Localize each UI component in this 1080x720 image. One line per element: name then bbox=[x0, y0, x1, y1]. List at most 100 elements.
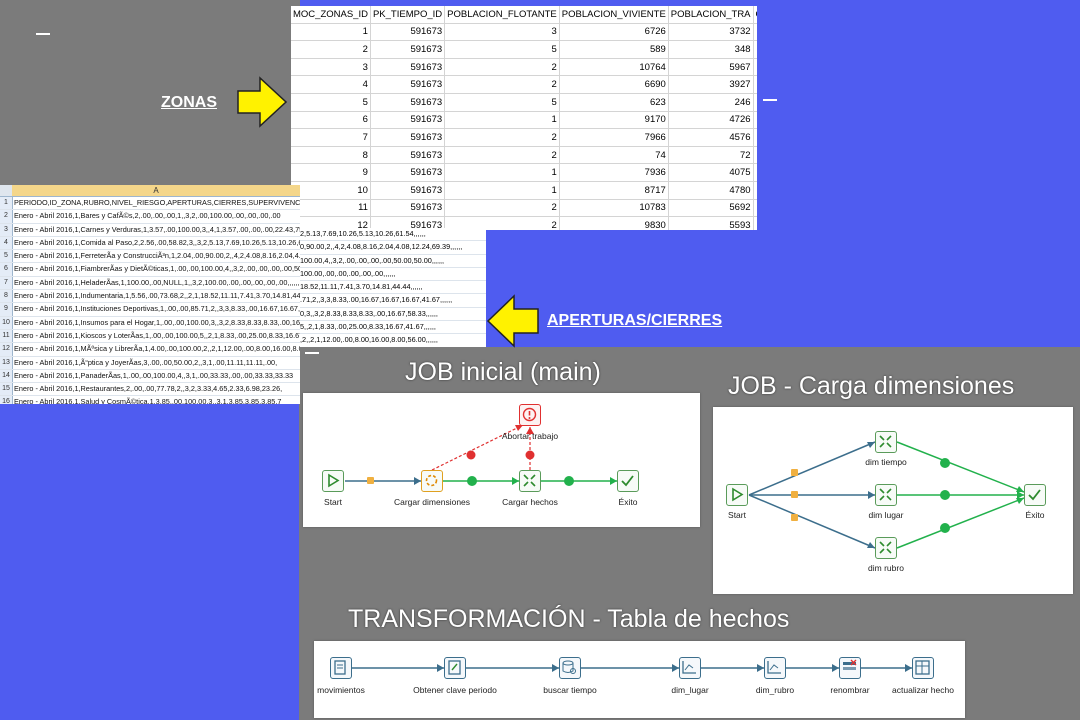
movimientos-step[interactable] bbox=[330, 657, 352, 679]
table-cell[interactable]: 623 bbox=[559, 93, 669, 112]
table-cell[interactable]: 6726 bbox=[559, 23, 669, 42]
buscar-tiempo-step[interactable] bbox=[559, 657, 581, 679]
start-node[interactable] bbox=[322, 470, 344, 492]
table-cell[interactable] bbox=[753, 146, 757, 165]
table-cell[interactable]: 2 bbox=[444, 216, 560, 230]
table-cell[interactable]: 7 bbox=[291, 128, 371, 147]
table-cell[interactable]: 5 bbox=[444, 93, 560, 112]
table-cell[interactable]: 591673 bbox=[370, 23, 446, 42]
row-number[interactable]: 10 bbox=[0, 316, 13, 329]
row-number[interactable]: 5 bbox=[0, 250, 13, 263]
row-number[interactable]: 11 bbox=[0, 329, 13, 343]
table-cell[interactable]: 4075 bbox=[668, 163, 754, 182]
table-header-cell[interactable]: PK_TIEMPO_ID bbox=[370, 6, 446, 24]
table-cell[interactable]: 5593 bbox=[668, 216, 754, 230]
table-cell[interactable] bbox=[753, 40, 757, 59]
table-cell[interactable]: 5 bbox=[291, 93, 371, 112]
table-cell[interactable]: 12 bbox=[291, 216, 371, 230]
table-cell[interactable]: 9830 bbox=[559, 216, 669, 230]
row-number[interactable]: 13 bbox=[0, 356, 13, 369]
table-cell[interactable]: 591673 bbox=[370, 128, 446, 147]
table-cell[interactable]: 9170 bbox=[559, 111, 669, 130]
table-cell[interactable] bbox=[753, 111, 757, 130]
row-number[interactable]: 15 bbox=[0, 383, 13, 396]
table-cell[interactable]: 1 bbox=[444, 163, 560, 182]
abortar-trabajo-node[interactable] bbox=[519, 404, 541, 426]
table-cell[interactable]: 591673 bbox=[370, 181, 446, 200]
table-cell[interactable]: 1 bbox=[291, 23, 371, 42]
table-header-cell[interactable]: MOC_ZONAS_ID bbox=[291, 6, 371, 24]
table-cell[interactable]: 8 bbox=[291, 146, 371, 165]
table-cell[interactable]: 1 bbox=[444, 111, 560, 130]
column-a-header[interactable]: A bbox=[12, 185, 300, 196]
row-number[interactable]: 4 bbox=[0, 236, 13, 250]
row-number[interactable]: 9 bbox=[0, 303, 13, 316]
row-number[interactable]: 14 bbox=[0, 369, 13, 383]
obtener-clave-periodo-step[interactable] bbox=[444, 657, 466, 679]
table-cell[interactable]: 4576 bbox=[668, 128, 754, 147]
table-cell[interactable]: 74 bbox=[559, 146, 669, 165]
table-cell[interactable] bbox=[753, 216, 757, 230]
table-cell[interactable]: 591673 bbox=[370, 75, 446, 94]
dim-rubro-step[interactable] bbox=[764, 657, 786, 679]
dim-tiempo-node[interactable] bbox=[875, 431, 897, 453]
row-number[interactable]: 3 bbox=[0, 223, 13, 236]
table-cell[interactable]: 591673 bbox=[370, 216, 446, 230]
table-cell[interactable]: 5967 bbox=[668, 58, 754, 77]
cargar-dimensiones-node[interactable] bbox=[421, 470, 443, 492]
table-cell[interactable]: 10 bbox=[291, 181, 371, 200]
exito-node[interactable] bbox=[617, 470, 639, 492]
table-cell[interactable]: 9 bbox=[291, 163, 371, 182]
table-cell[interactable]: 348 bbox=[668, 40, 754, 59]
row-number[interactable]: 2 bbox=[0, 210, 13, 223]
table-cell[interactable]: 4780 bbox=[668, 181, 754, 200]
dim-lugar-step[interactable] bbox=[679, 657, 701, 679]
table-cell[interactable]: 10783 bbox=[559, 199, 669, 218]
row-number[interactable]: 6 bbox=[0, 263, 13, 276]
row-number[interactable]: 7 bbox=[0, 276, 13, 290]
table-cell[interactable] bbox=[753, 181, 757, 200]
table-cell[interactable]: 2 bbox=[444, 58, 560, 77]
table-cell[interactable] bbox=[753, 23, 757, 42]
start-node[interactable] bbox=[726, 484, 748, 506]
table-cell[interactable]: 7936 bbox=[559, 163, 669, 182]
cargar-hechos-node[interactable] bbox=[519, 470, 541, 492]
exito-node[interactable] bbox=[1024, 484, 1046, 506]
table-cell[interactable]: 7966 bbox=[559, 128, 669, 147]
table-cell[interactable]: 4 bbox=[291, 75, 371, 94]
table-cell[interactable]: 1 bbox=[444, 181, 560, 200]
table-cell[interactable]: 589 bbox=[559, 40, 669, 59]
table-cell[interactable]: 3 bbox=[444, 23, 560, 42]
table-cell[interactable] bbox=[753, 93, 757, 112]
table-cell[interactable]: 591673 bbox=[370, 58, 446, 77]
renombrar-step[interactable] bbox=[839, 657, 861, 679]
table-cell[interactable] bbox=[753, 75, 757, 94]
table-cell[interactable]: 6690 bbox=[559, 75, 669, 94]
table-cell[interactable]: 591673 bbox=[370, 93, 446, 112]
table-cell[interactable]: 3927 bbox=[668, 75, 754, 94]
table-cell[interactable]: 591673 bbox=[370, 199, 446, 218]
table-cell[interactable]: 2 bbox=[444, 146, 560, 165]
table-header-cell[interactable]: POBLACION_VIVIENTE bbox=[559, 6, 669, 24]
table-cell[interactable]: 2 bbox=[444, 199, 560, 218]
actualizar-hecho-step[interactable] bbox=[912, 657, 934, 679]
table-cell[interactable]: 591673 bbox=[370, 40, 446, 59]
row-number[interactable]: 8 bbox=[0, 290, 13, 303]
table-cell[interactable]: 591673 bbox=[370, 163, 446, 182]
table-cell[interactable]: 2 bbox=[444, 75, 560, 94]
table-cell[interactable] bbox=[753, 58, 757, 77]
